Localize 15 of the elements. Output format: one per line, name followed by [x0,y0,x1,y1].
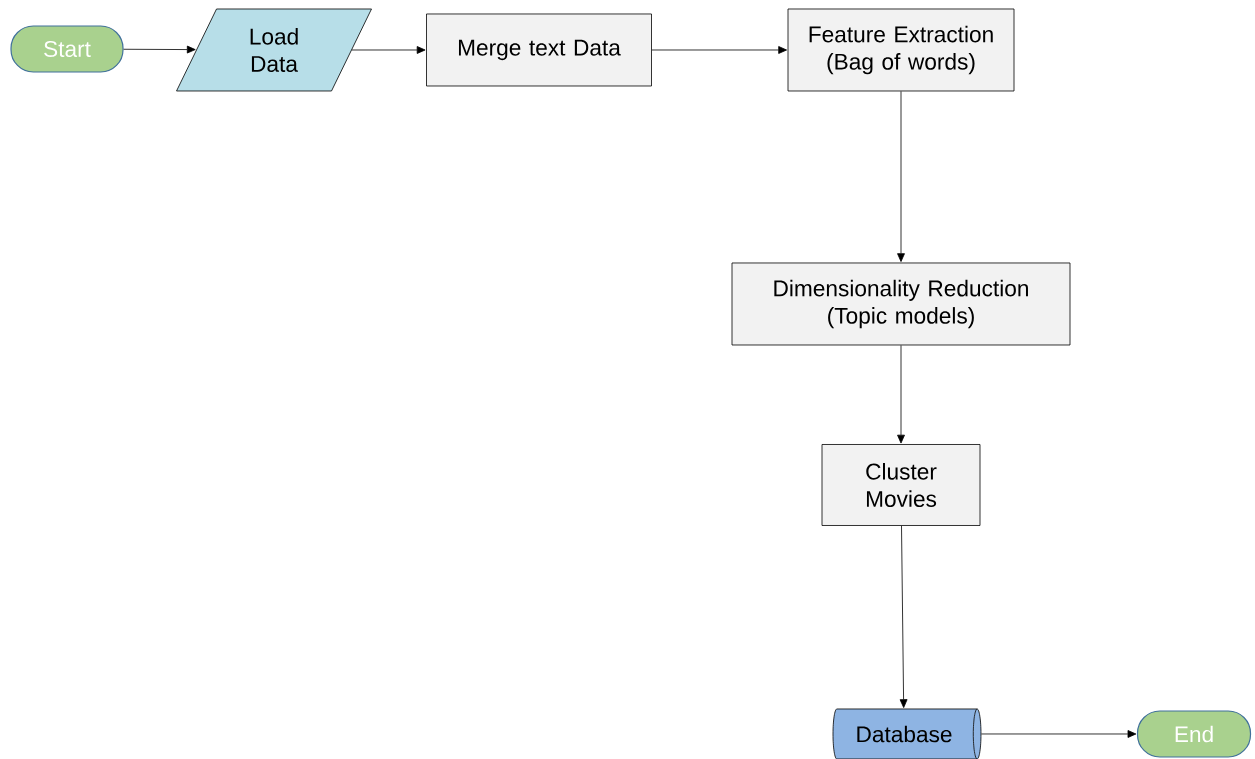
process-box: Merge text Data [426,13,652,87]
arrow [897,345,905,444]
database-cylinder: Database [832,708,982,759]
arrow [981,730,1137,738]
end-terminal: End [1136,710,1252,758]
arrow [651,46,787,54]
arrow [351,46,426,54]
process-box: Feature Extraction (Bag of words) [787,8,1015,92]
arrow [123,45,196,54]
input-parallelogram: Load Data [176,8,372,92]
arrow [897,91,905,262]
arrow [899,525,908,708]
process-box: Cluster Movies [821,444,981,526]
process-box: Dimensionality Reduction (Topic models) [731,262,1071,346]
start-terminal: Start [10,25,124,73]
